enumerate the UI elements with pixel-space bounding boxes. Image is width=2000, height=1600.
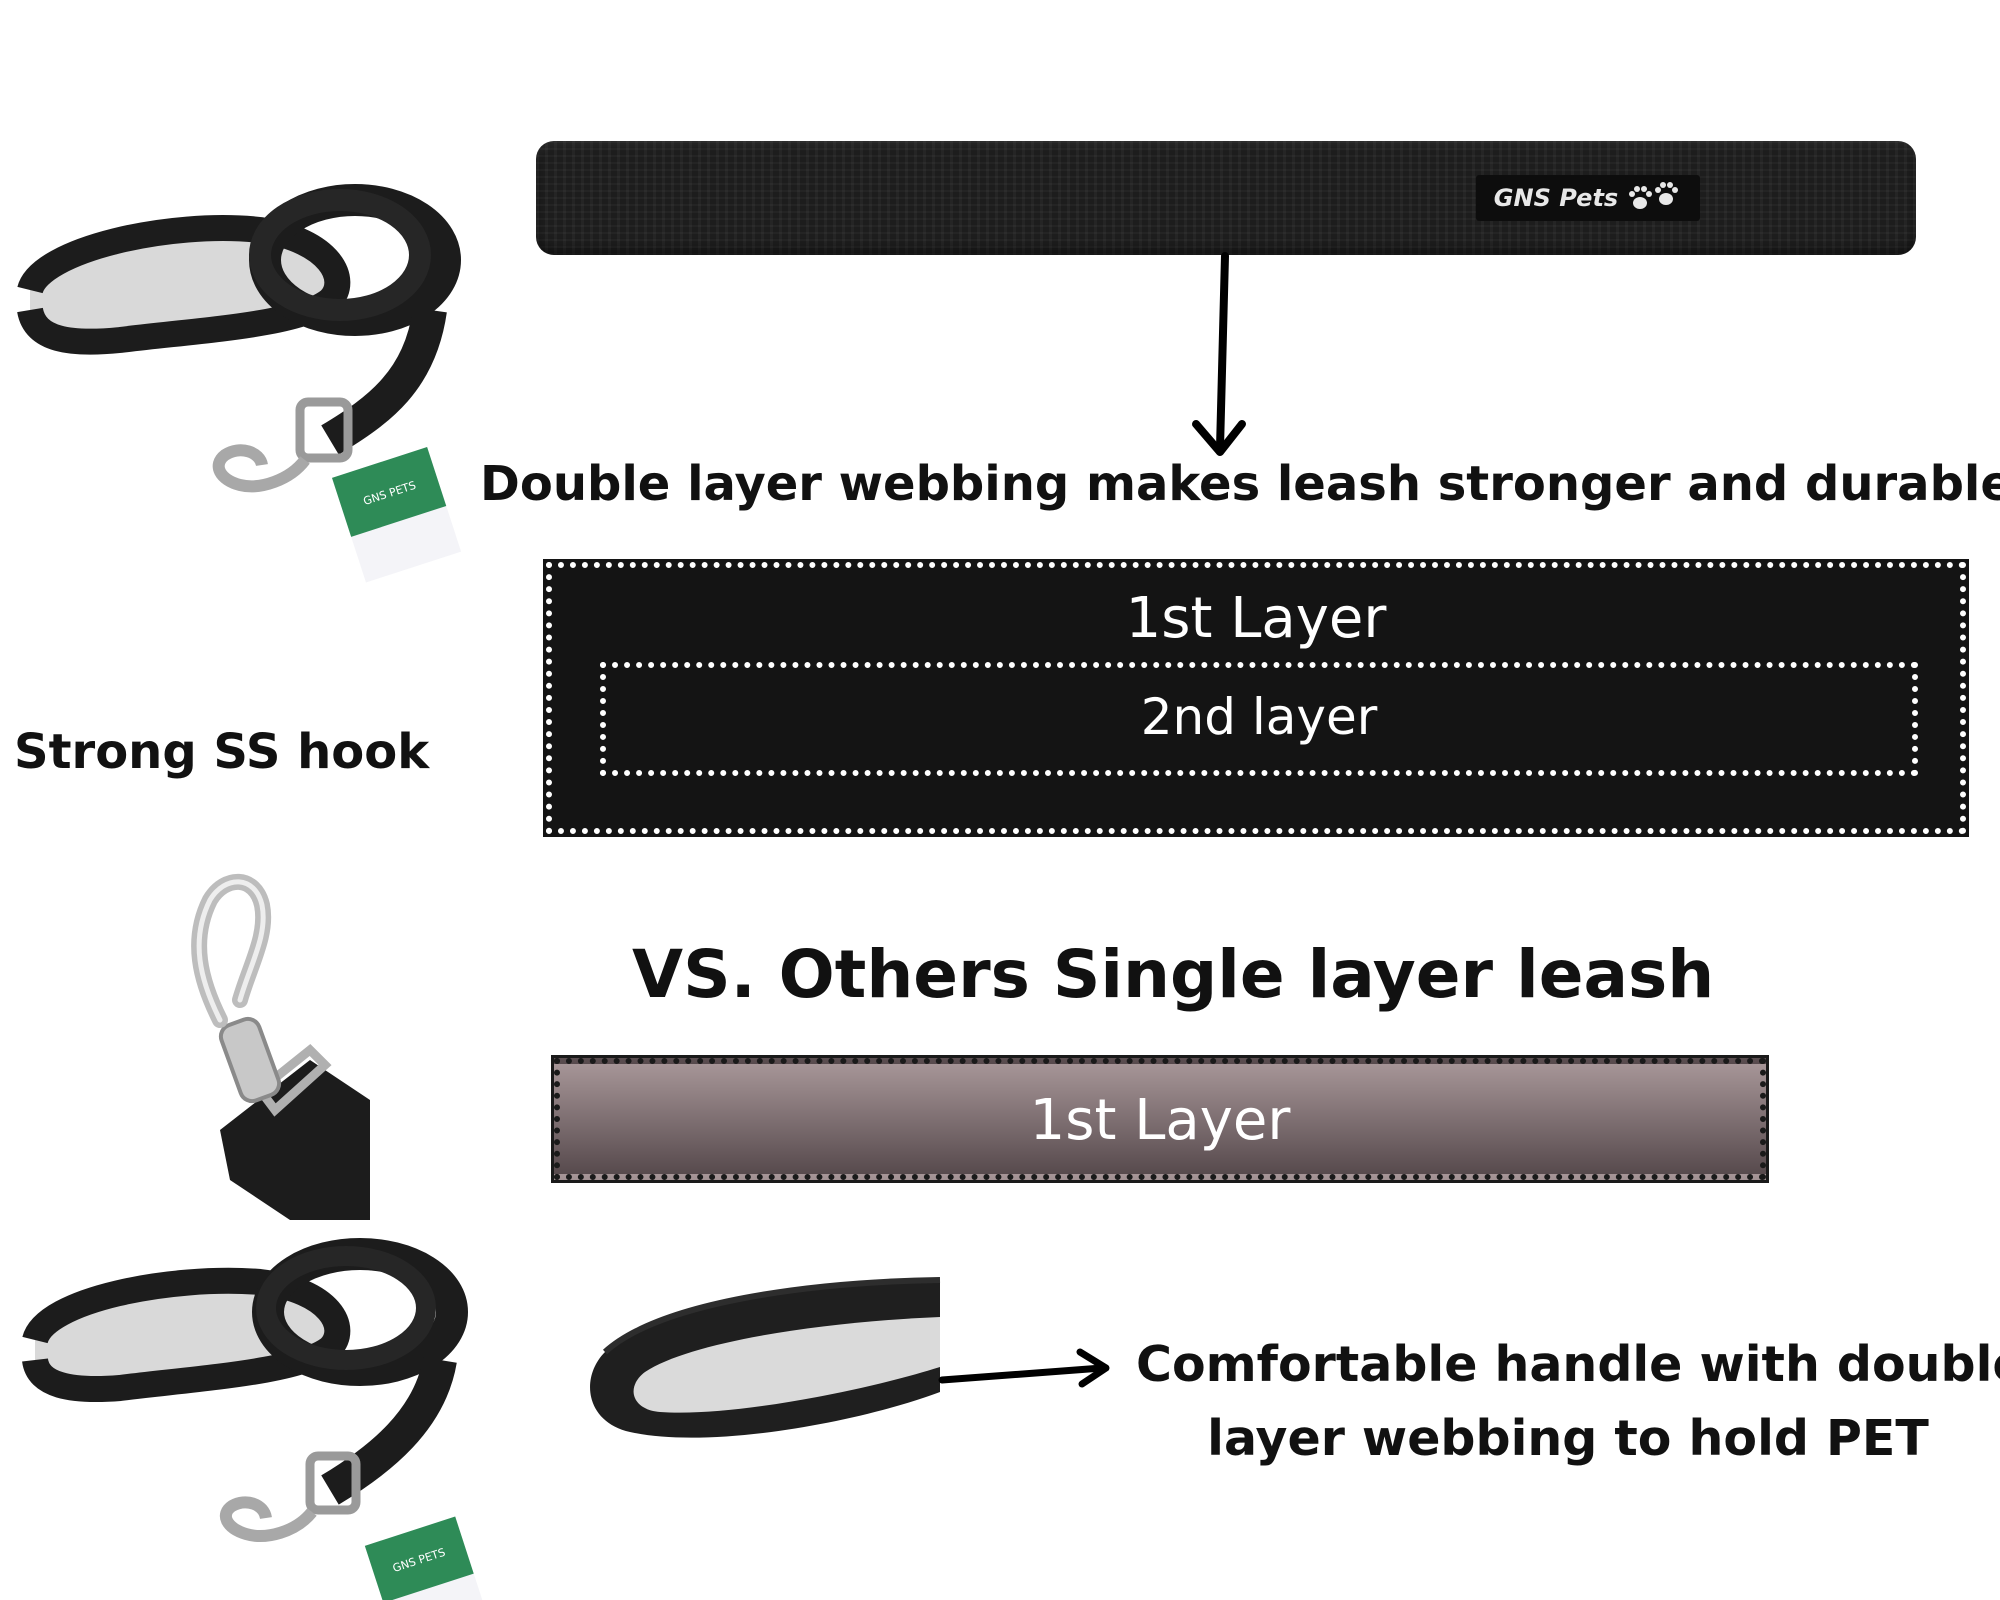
right-arrow-icon (938, 1348, 1110, 1388)
leash-coil-photo: GNS PETS (0, 140, 470, 600)
single-layer-diagram (551, 1055, 1769, 1183)
handle-caption: Comfortable handle with double layer web… (1136, 1328, 2000, 1476)
top-webbing-strap: GNS Pets (536, 141, 1916, 255)
paw-prints-icon (1629, 182, 1679, 209)
brand-label: GNS Pets (1493, 184, 1619, 212)
leash-with-tag-photo: GNS PETS (0, 1220, 500, 1600)
second-layer-box (600, 662, 1918, 776)
second-layer-label: 2nd layer (1140, 688, 1378, 746)
down-arrow-icon (1192, 252, 1246, 456)
hook-caption: Strong SS hook (14, 724, 430, 780)
first-layer-label: 1st Layer (1125, 586, 1387, 651)
brand-tag: GNS Pets (1476, 175, 1700, 221)
versus-heading: VS. Others Single layer leash (632, 936, 1715, 1013)
double-layer-caption: Double layer webbing makes leash stronge… (480, 456, 2000, 512)
handle-closeup-photo (560, 1262, 945, 1512)
ss-hook-photo (110, 850, 370, 1220)
double-layer-diagram (543, 559, 1969, 837)
handle-caption-line1: Comfortable handle with double (1136, 1336, 2000, 1393)
single-layer-label: 1st Layer (1029, 1088, 1291, 1153)
handle-caption-line2: layer webbing to hold PET (1207, 1410, 1929, 1467)
